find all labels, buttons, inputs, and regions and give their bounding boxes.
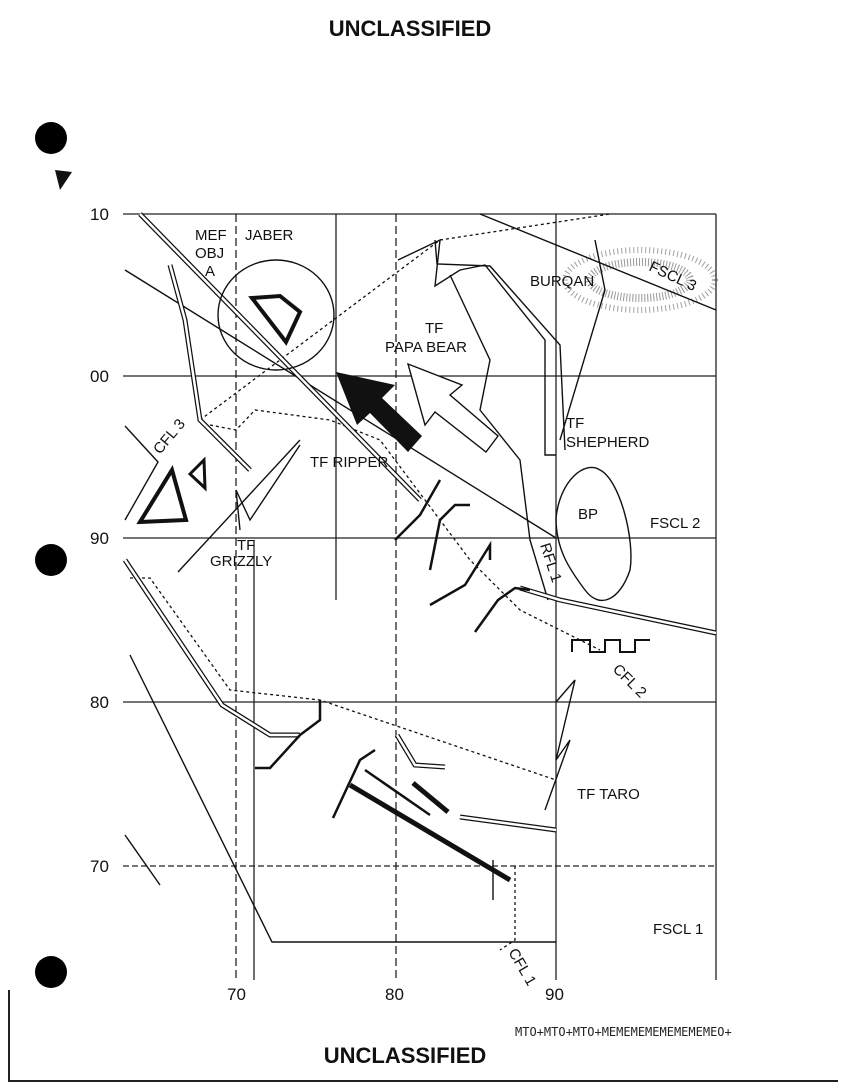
y-tick: 90 — [90, 529, 109, 548]
mef-obj-label: A — [205, 263, 215, 280]
unit-boundary — [331, 748, 376, 819]
page-edge — [8, 1080, 838, 1082]
burqan-oilfield-speckle — [562, 247, 718, 313]
road — [167, 264, 252, 472]
fscl2-label: FSCL 2 — [650, 515, 700, 532]
shepherd-label: SHEPHERD — [566, 434, 650, 451]
cfl1-line — [499, 866, 516, 951]
road — [348, 782, 512, 883]
unit-boundary — [394, 479, 442, 541]
shepherd-label: TF — [566, 415, 584, 432]
x-tick: 80 — [385, 985, 404, 1004]
unit-boundary — [428, 503, 470, 571]
objective-jaber-circle — [217, 259, 335, 371]
papa-bear-boundary — [449, 274, 549, 601]
phase-line — [130, 577, 557, 781]
punch-hole — [35, 122, 67, 154]
page-edge — [8, 990, 10, 1082]
shepherd-boundary — [559, 239, 606, 441]
attack-arrow-icon — [336, 372, 422, 452]
y-tick: 70 — [90, 857, 109, 876]
boundary-line — [124, 834, 161, 886]
x-tick: 90 — [545, 985, 564, 1004]
ripper-label: TF RIPPER — [310, 454, 389, 471]
bp-area — [555, 466, 632, 602]
boundary-line — [177, 439, 301, 573]
unit-boundary — [255, 700, 322, 770]
corner-mark — [55, 170, 72, 190]
document-code: MTO+MTO+MTO+MEMEMEMEMEMEMEMEO+ — [515, 1025, 732, 1039]
objective-polygon — [248, 293, 303, 346]
fscl3-label: FSCL 3 — [646, 258, 699, 295]
y-tick: 00 — [90, 367, 109, 386]
jaber-label: JABER — [245, 227, 294, 244]
papa-bear-label: PAPA BEAR — [385, 339, 467, 356]
fortification-line — [571, 639, 650, 653]
papa-bear-boundary — [434, 239, 566, 451]
grizzly-label: GRIZZLY — [210, 553, 272, 570]
fscl3-line — [479, 213, 717, 311]
cfl1-label: CFL 1 — [505, 946, 540, 989]
attack-arrow-icon — [406, 362, 499, 453]
taro-label: TF TARO — [577, 786, 640, 803]
punch-hole — [35, 956, 67, 988]
grizzly-boundary — [235, 444, 301, 531]
bp-label: BP — [578, 506, 598, 523]
papa-bear-label: TF — [425, 320, 443, 337]
y-tick: 10 — [90, 205, 109, 224]
boundary-line — [129, 654, 556, 943]
punch-hole — [35, 544, 67, 576]
grizzly-label: TF — [237, 537, 255, 554]
triangle-symbol — [136, 465, 189, 525]
fscl1-label: FSCL 1 — [653, 921, 703, 938]
mef-obj-label: MEF — [195, 227, 227, 244]
phase-line — [209, 409, 601, 651]
papa-bear-boundary — [397, 238, 556, 456]
road — [411, 781, 450, 814]
triangle-symbol — [187, 456, 207, 492]
map-grid — [123, 213, 717, 980]
unit-boundary — [364, 768, 431, 817]
classification-header: UNCLASSIFIED — [328, 16, 492, 41]
y-axis-labels: 10 00 90 80 70 — [90, 205, 109, 876]
burqan-label: BURQAN — [530, 273, 594, 290]
taro-boundary — [544, 679, 576, 811]
unit-boundary — [429, 540, 492, 607]
mef-obj-label: OBJ — [195, 245, 224, 262]
y-tick: 80 — [90, 693, 109, 712]
unit-boundary — [473, 586, 531, 633]
cfl2-label: CFL 2 — [609, 661, 650, 702]
x-tick: 70 — [227, 985, 246, 1004]
x-axis-labels: 70 80 90 — [227, 985, 564, 1004]
cfl3-label: CFL 3 — [150, 416, 189, 458]
classification-footer: UNCLASSIFIED — [323, 1043, 487, 1068]
boundary-line — [124, 425, 159, 521]
road — [122, 558, 300, 738]
boundary-line — [124, 269, 557, 539]
cfl3-line — [199, 213, 611, 421]
